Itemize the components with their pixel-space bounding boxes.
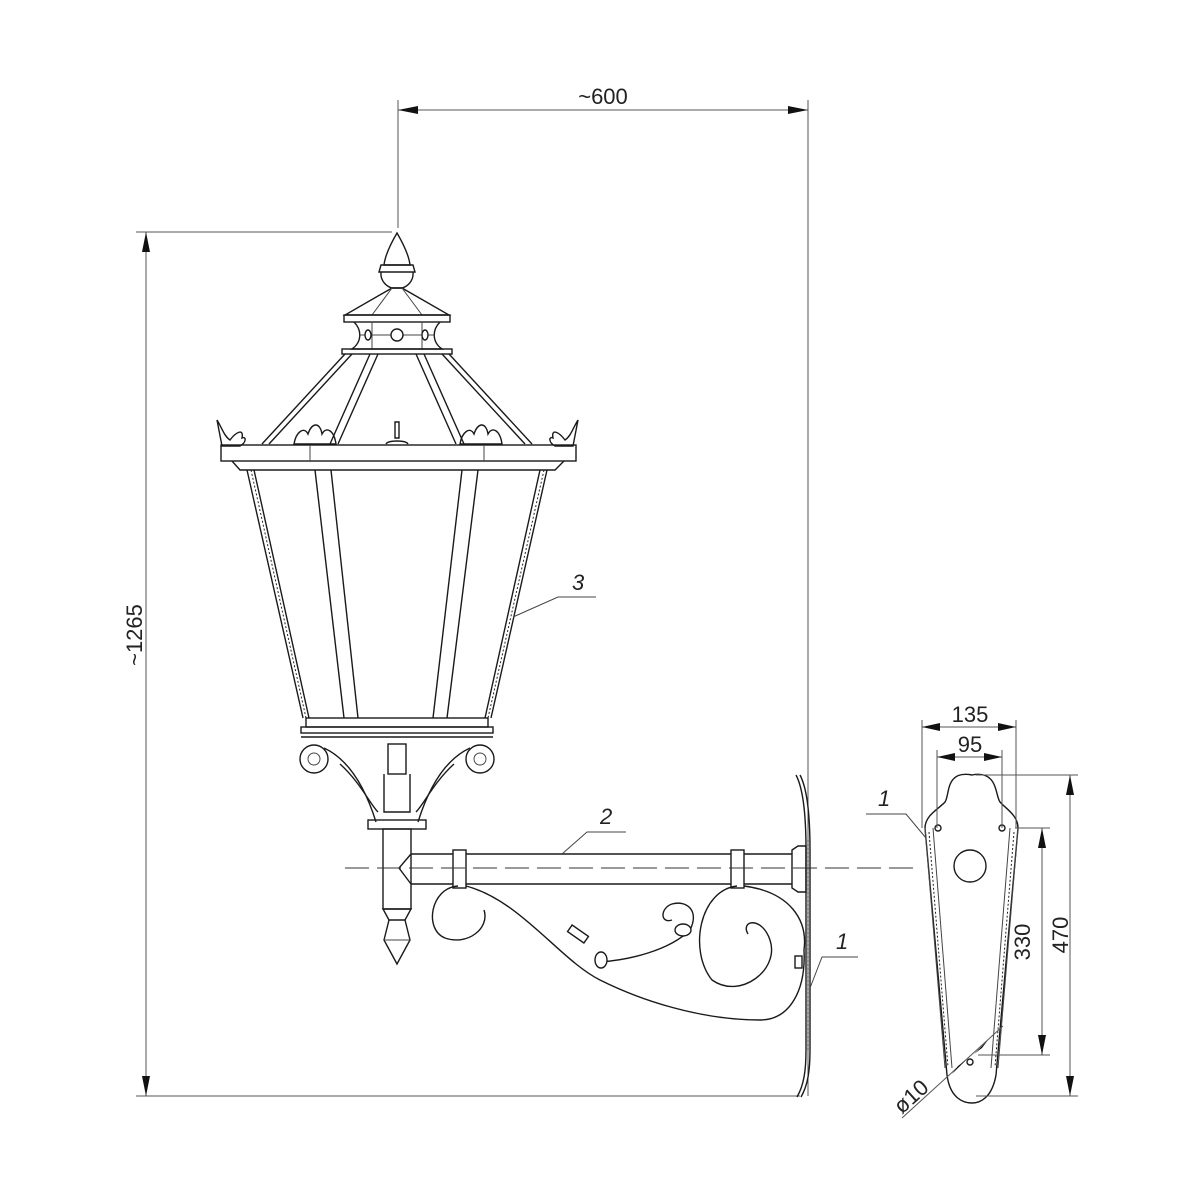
dimension-overall-width: ~600 (397, 84, 809, 1096)
wall-plate-side-view (795, 774, 811, 1098)
overall-height-label: ~1265 (122, 604, 147, 666)
callout-bracket-arm-label: 2 (599, 804, 612, 829)
callout-wall-plate-front: 1 (866, 786, 927, 839)
dimension-plate-width-outer: 135 (921, 702, 1017, 828)
hole-spacing-label: 330 (1010, 924, 1035, 961)
plate-height-label: 470 (1048, 917, 1073, 954)
dimension-overall-height: ~1265 (122, 231, 800, 1097)
dimension-plate-width-inner: 95 (936, 732, 1003, 828)
lantern-head (216, 231, 579, 966)
hole-diameter-label: ø10 (889, 1074, 934, 1118)
ornament-leaves (216, 419, 579, 447)
wall-plate-front-view (924, 773, 1019, 1104)
callout-bracket-arm: 2 (561, 804, 626, 855)
bracket-arm (398, 845, 807, 1021)
dimension-hole-spacing: 330 (978, 827, 1050, 1056)
callout-wall-plate-front-label: 1 (878, 786, 890, 811)
callout-wall-plate-side: 1 (809, 929, 858, 989)
plate-width-inner-label: 95 (958, 732, 982, 757)
plate-width-outer-label: 135 (952, 702, 989, 727)
callout-wall-plate-side-label: 1 (836, 929, 848, 954)
overall-width-label: ~600 (578, 84, 628, 109)
dimension-plate-height: 470 (976, 774, 1078, 1097)
callout-lantern-label: 3 (572, 570, 585, 595)
callout-lantern: 3 (512, 570, 596, 618)
